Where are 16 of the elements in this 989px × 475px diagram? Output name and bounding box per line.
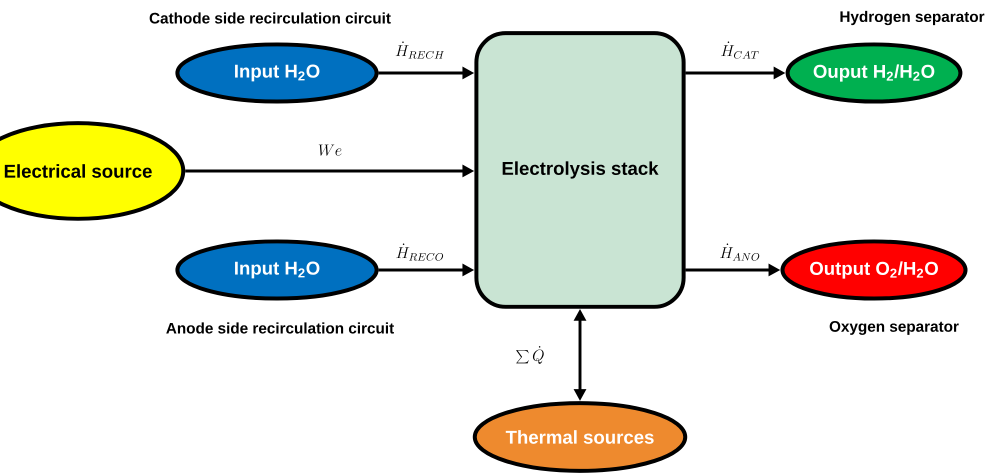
ellipse-node: Thermal sources (472, 401, 688, 473)
ellipse-node: Input H$_{2}$O (175, 239, 379, 301)
edge-label: $\dot{H}_{CAT}$ (719, 40, 761, 60)
edge-label: $We$ (316, 143, 344, 157)
caption-text: Anode side recirculation circuit (166, 322, 394, 334)
process-box: Electrolysis stack (474, 31, 686, 309)
edge-label: $\dot{H}_{ANO}$ (718, 242, 762, 262)
ellipse-node: Input H$_{2}$O (175, 42, 379, 104)
caption-text: Hydrogen separator (840, 10, 984, 26)
edge-label: $\dot{H}_{RECO}$ (394, 242, 446, 262)
edge-label: $\dot{H}_{RECH}$ (394, 40, 446, 60)
ellipse-node: Ouput H$_{2}$/H$_{2}$O (786, 42, 962, 104)
edge-label: $\sum\dot{Q}$ (514, 344, 546, 366)
ellipse-node: Output O$_{2}$/H$_{2}$O (780, 239, 968, 301)
caption-text: Cathode side recirculation circuit (150, 12, 391, 24)
caption-text: Oxygen separator (830, 321, 959, 335)
